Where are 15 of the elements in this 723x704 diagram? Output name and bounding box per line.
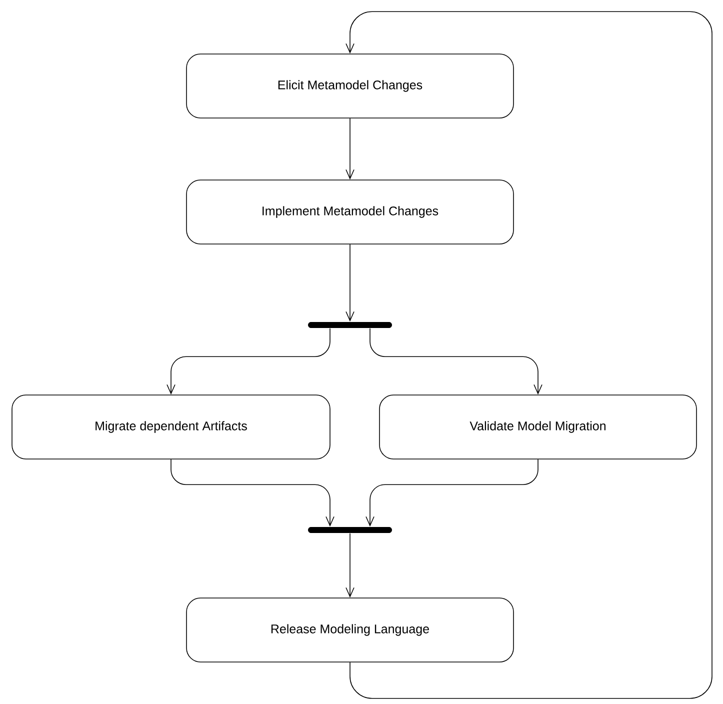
arrow: [170, 459, 334, 527]
action-box: Release Modeling Language: [186, 598, 514, 662]
arrow: [166, 328, 330, 395]
arrow: [346, 118, 354, 180]
sync-bar: [308, 322, 392, 328]
action-box: Migrate dependent Artifacts: [12, 394, 330, 460]
arrow: [370, 328, 542, 395]
arrow: [366, 459, 538, 527]
arrow: [346, 533, 354, 598]
action-box: Elicit Metamodel Changes: [186, 54, 514, 118]
sync-bar: [308, 527, 392, 533]
arrow: [346, 244, 354, 322]
action-box: Implement Metamodel Changes: [186, 180, 514, 244]
arrow: [346, 11, 712, 699]
action-box: Validate Model Migration: [379, 394, 697, 460]
